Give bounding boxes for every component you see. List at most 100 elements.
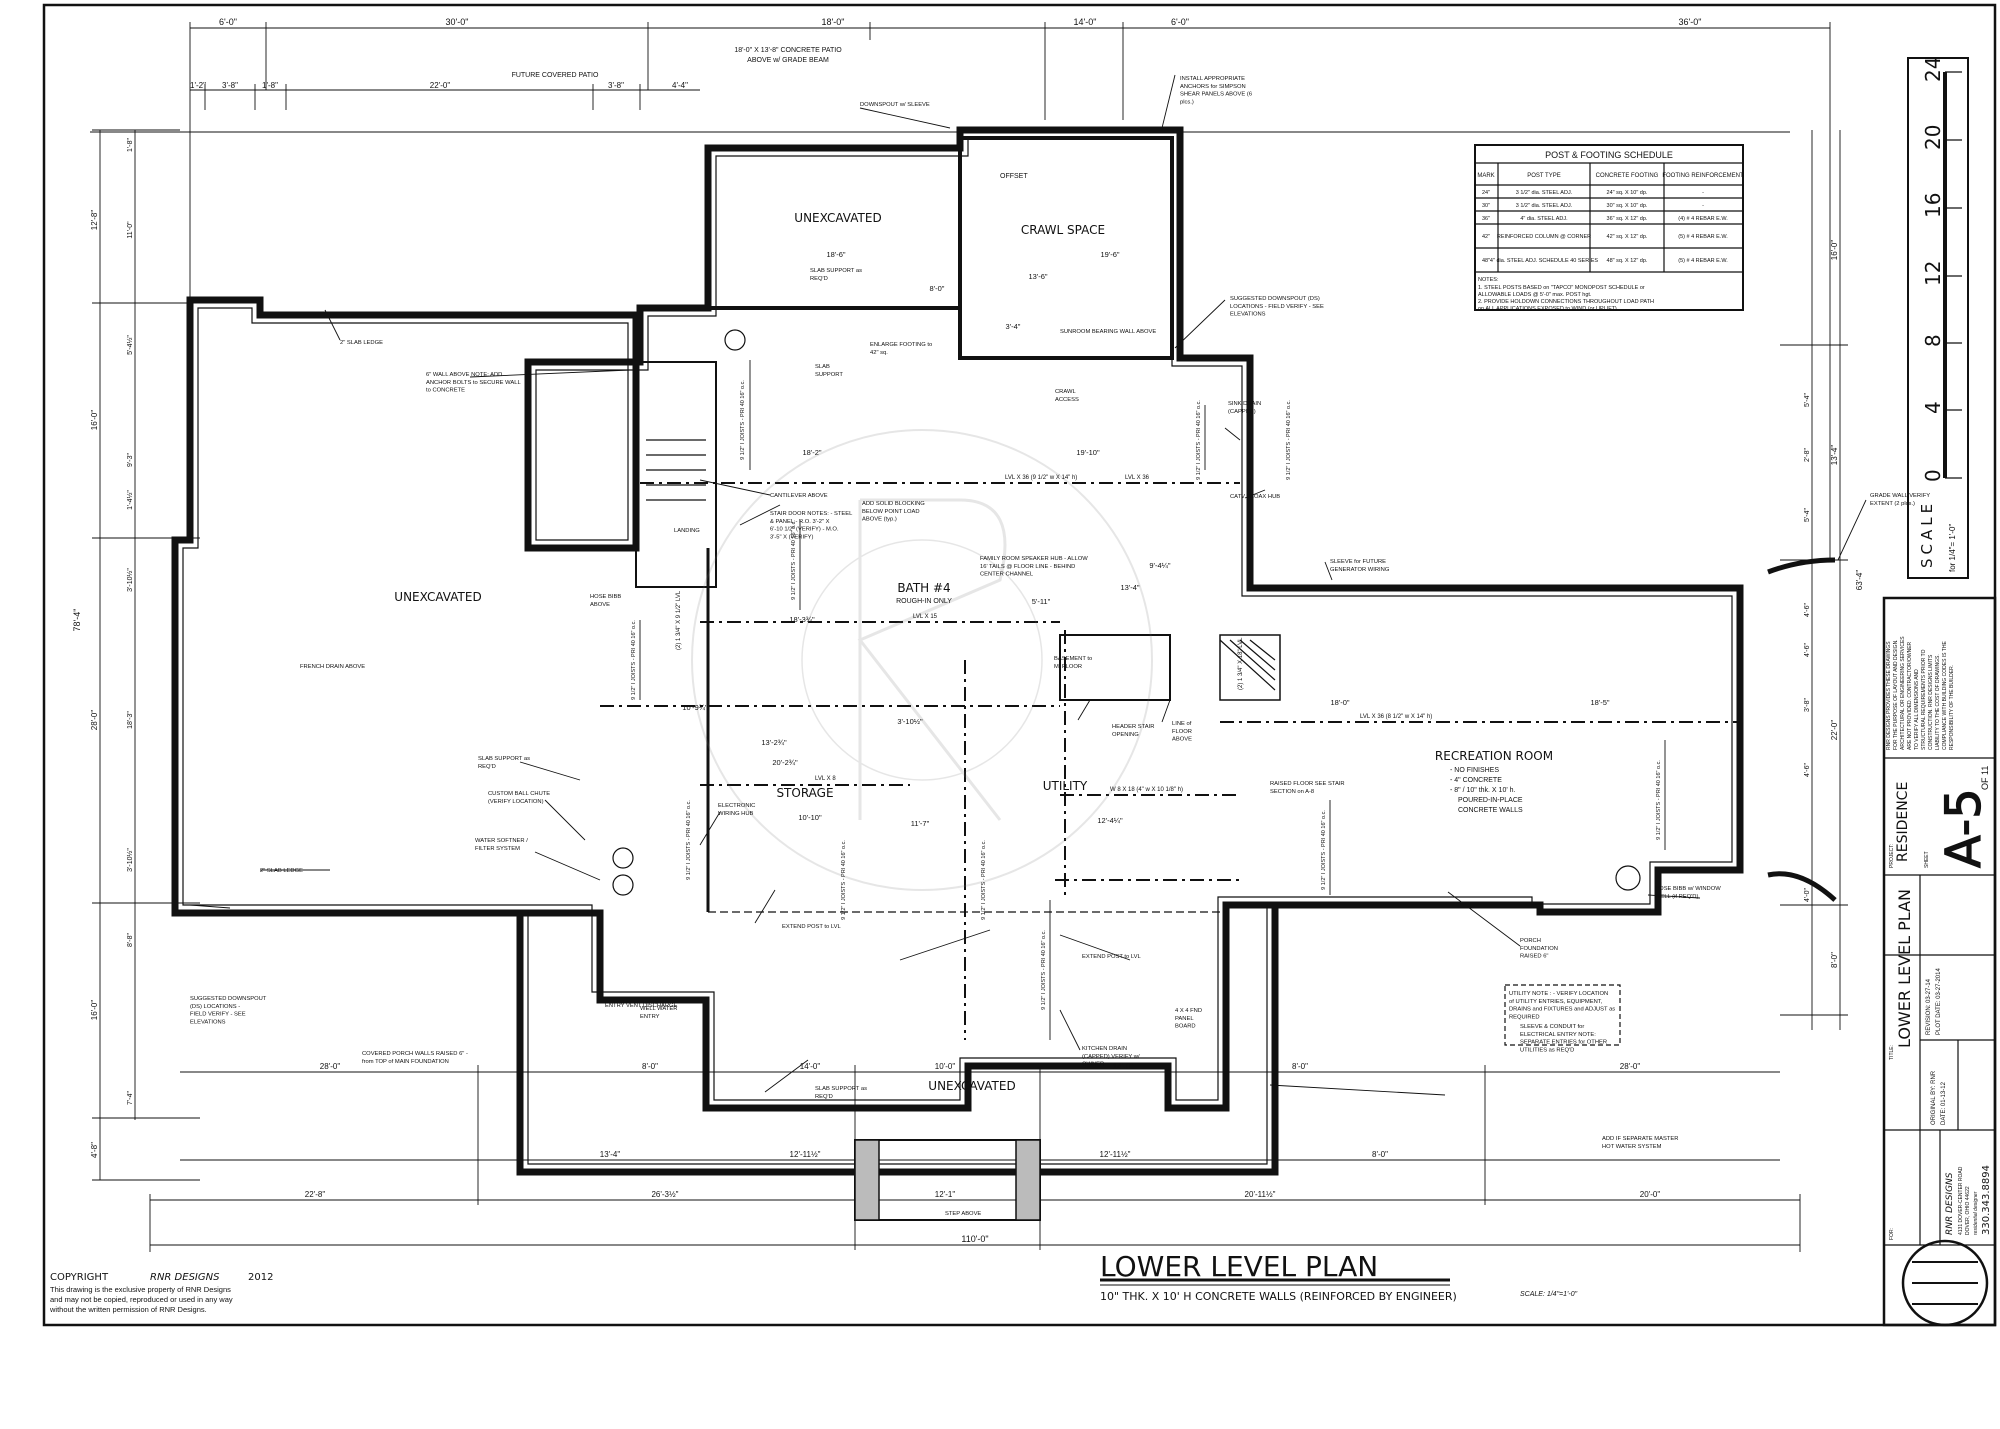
callout-note: FLOOR bbox=[1172, 729, 1192, 735]
joist-label: 9 1/2" I JOISTS - PRI 40 16" o.c. bbox=[686, 800, 692, 880]
callout-note: CUSTOM BALL CHUTE bbox=[488, 791, 550, 797]
dim-bottom-3: 22'-8" bbox=[305, 1190, 326, 1199]
schedule-table bbox=[1474, 144, 1744, 311]
svg-text:ARCHITECTURAL OR ENGINEERING S: ARCHITECTURAL OR ENGINEERING SERVICES bbox=[1900, 636, 1906, 750]
svg-text:2. PROVIDE HOLDOWN CONNECTIONS: 2. PROVIDE HOLDOWN CONNECTIONS THROUGHOU… bbox=[1478, 299, 1654, 305]
svg-text:FOR:: FOR: bbox=[1889, 1228, 1895, 1240]
dim-interior: 13'-2¾" bbox=[761, 738, 787, 747]
callout-note: CRAWL bbox=[1055, 389, 1076, 395]
callout-note: FIELD VERIFY - SEE bbox=[190, 1012, 246, 1018]
callout-note: REQUIRED bbox=[1509, 1014, 1540, 1020]
callout-note: STEP ABOVE bbox=[945, 1211, 981, 1217]
room-label-recreation: RECREATION ROOM bbox=[1435, 749, 1553, 763]
callout-note: DOWNSPOUT w/ SLEEVE bbox=[860, 102, 930, 108]
dim-right-inner: 3'-8" bbox=[1804, 698, 1811, 712]
schedule-cell: 3 1/2" dia. STEEL ADJ. bbox=[1516, 190, 1573, 196]
callout-note: ELEVATIONS bbox=[1230, 312, 1266, 318]
schedule-cell: - bbox=[1702, 190, 1704, 196]
dim-bottom: 28'-0" bbox=[320, 1062, 341, 1071]
dim-interior: 19'-6" bbox=[1100, 250, 1119, 259]
callout-note: SLAB SUPPORT as bbox=[815, 1086, 867, 1092]
copyright-block: COPYRIGHT RNR DESIGNS 2012 This drawing … bbox=[49, 1272, 273, 1314]
room-label-unexcavated-bottom: UNEXCAVATED bbox=[928, 1079, 1015, 1093]
dim-interior: 12'-4¼" bbox=[1097, 816, 1123, 825]
scale-bar bbox=[1907, 57, 1969, 579]
beam-label: W 8 X 18 (4" w X 10 1/8" h) bbox=[1110, 787, 1183, 793]
callout-note: ABOVE (typ.) bbox=[862, 517, 897, 523]
callout-note: LOCATIONS - FIELD VERIFY - SEE bbox=[1230, 304, 1324, 310]
dim-top-outer: 18'-0" bbox=[822, 17, 845, 27]
callout-note: HEADER STAIR bbox=[1112, 724, 1154, 730]
room-notes: ROUGH-IN ONLY - NO FINISHES - 4" CONCRET… bbox=[512, 47, 1523, 814]
svg-text:A-5: A-5 bbox=[1936, 788, 1992, 868]
callout-note: EXTENT (2 plcs.) bbox=[1870, 501, 1915, 507]
schedule-cell: 4" dia. STEEL ADJ. bbox=[1520, 216, 1568, 222]
schedule-cell: 4" dia. STEEL ADJ. SCHEDULE 40 SERIES bbox=[1490, 258, 1598, 264]
beam-label: LVL X 8 bbox=[815, 776, 836, 782]
svg-text:COMPLIANCE WITH BUILDING CODES: COMPLIANCE WITH BUILDING CODES IS THE bbox=[1942, 641, 1948, 750]
svg-text:RESPONSIBILITY OF THE BUILDER.: RESPONSIBILITY OF THE BUILDER. bbox=[1949, 665, 1955, 750]
callout-note: REQ'D bbox=[810, 276, 828, 282]
dim-bottom-2: 13'-4" bbox=[600, 1150, 621, 1159]
svg-text:RNR DESIGNS: RNR DESIGNS bbox=[150, 1272, 220, 1283]
room-label-storage: STORAGE bbox=[776, 786, 833, 800]
dim-left-inner: 5'-4½" bbox=[126, 335, 134, 355]
beam-label: (2) 1 3/4" X 18" LVL bbox=[1238, 637, 1244, 690]
dim-interior: 19'-10" bbox=[1076, 448, 1100, 457]
svg-text:DATE: 01-13-12: DATE: 01-13-12 bbox=[1941, 1081, 1947, 1125]
dim-right-inner: 2'-8" bbox=[1804, 448, 1811, 462]
schedule-cell: 36" bbox=[1482, 216, 1490, 222]
dim-bottom-2: 12'-11½" bbox=[1100, 1150, 1131, 1159]
dim-left-outer: 4'-8" bbox=[90, 1142, 99, 1158]
dim-interior: 20'-2¾" bbox=[772, 758, 798, 767]
dim-interior: 13'-6" bbox=[1028, 272, 1047, 281]
leader-lines bbox=[189, 74, 1867, 1096]
callout-note: ENTRY VENT DISCHARGE bbox=[605, 1003, 678, 1009]
callout-note: RAISED FLOOR SEE STAIR bbox=[1270, 781, 1345, 787]
callout-note: ABOVE bbox=[590, 602, 610, 608]
svg-text:POST & FOOTING SCHEDULE: POST & FOOTING SCHEDULE bbox=[1545, 150, 1673, 160]
callout-note: FAMILY ROOM SPEAKER HUB - ALLOW bbox=[980, 556, 1088, 562]
callout-note: 2" SLAB LEDGE bbox=[260, 868, 303, 874]
joist-label: 9 1/2" I JOISTS - PRI 40 16" o.c. bbox=[1321, 810, 1327, 890]
callout-note: REQ'D bbox=[815, 1094, 833, 1100]
watermark-logo bbox=[691, 429, 1153, 891]
callout-note: KITCHEN DRAIN bbox=[1082, 1046, 1127, 1052]
svg-text:PLOT DATE: 03-27-2014: PLOT DATE: 03-27-2014 bbox=[1936, 968, 1942, 1035]
callout-note: 16' TAILS @ FLOOR LINE - BEHIND bbox=[980, 564, 1075, 570]
callout-note: SUPPORT bbox=[815, 372, 843, 378]
joist-label: 9 1/2" I JOISTS - PRI 40 16" o.c. bbox=[1041, 930, 1047, 1010]
callout-note: 6'-10 1/2" (VERIFY) - M.O. bbox=[770, 527, 839, 533]
dim-right-inner: 5'-4" bbox=[1804, 508, 1811, 522]
svg-text:OFFSET: OFFSET bbox=[1000, 173, 1028, 180]
callout-note: LANDING bbox=[674, 528, 700, 534]
callout-note: ABOVE bbox=[1172, 737, 1192, 743]
room-labels: UNEXCAVATED CRAWL SPACE UNEXCAVATED BATH… bbox=[394, 211, 1553, 1093]
joist-markers bbox=[639, 360, 1666, 1040]
schedule-cell: 24" sq. X 10" dp. bbox=[1607, 190, 1648, 196]
dim-right-inner: 5'-4" bbox=[1804, 393, 1811, 407]
joist-label: 9 1/2" I JOISTS - PRI 40 16" o.c. bbox=[841, 840, 847, 920]
svg-text:PROJECT:: PROJECT: bbox=[1889, 844, 1895, 868]
svg-text:- 8" / 10" thk. X 10' h.: - 8" / 10" thk. X 10' h. bbox=[1450, 787, 1516, 794]
callout-note: BOARD bbox=[1175, 1024, 1196, 1030]
joist-label: 9 1/2" I JOISTS - PRI 40 16" o.c. bbox=[1656, 760, 1662, 840]
dim-bottom: 8'-0" bbox=[642, 1062, 658, 1071]
callout-note: from TOP of MAIN FOUNDATION bbox=[362, 1059, 449, 1065]
dim-left-outer: 16'-0" bbox=[90, 1000, 99, 1021]
svg-text:- NO FINISHES: - NO FINISHES bbox=[1450, 767, 1499, 774]
callout-note: WIRING HUB bbox=[718, 811, 754, 817]
callout-note: BELOW POINT LOAD bbox=[862, 509, 920, 515]
svg-text:12: 12 bbox=[1921, 261, 1945, 286]
callout-note: ADD IF SEPARATE MASTER bbox=[1602, 1136, 1678, 1142]
callout-note: BASEMENT to bbox=[1054, 656, 1092, 662]
dim-bottom: 14'-0" bbox=[800, 1062, 821, 1071]
dim-right-overall: 63'-4" bbox=[1855, 570, 1864, 591]
dim-right-outer: 8'-0" bbox=[1830, 952, 1839, 968]
callout-note: SLAB SUPPORT as bbox=[810, 268, 862, 274]
dim-interior: 3'-10½" bbox=[897, 717, 923, 726]
svg-text:COPYRIGHT: COPYRIGHT bbox=[50, 1272, 109, 1283]
plan-title-group: LOWER LEVEL PLAN 10" THK. X 10' H CONCRE… bbox=[1100, 1250, 1578, 1303]
svg-text:- 4" CONCRETE: - 4" CONCRETE bbox=[1450, 777, 1502, 784]
